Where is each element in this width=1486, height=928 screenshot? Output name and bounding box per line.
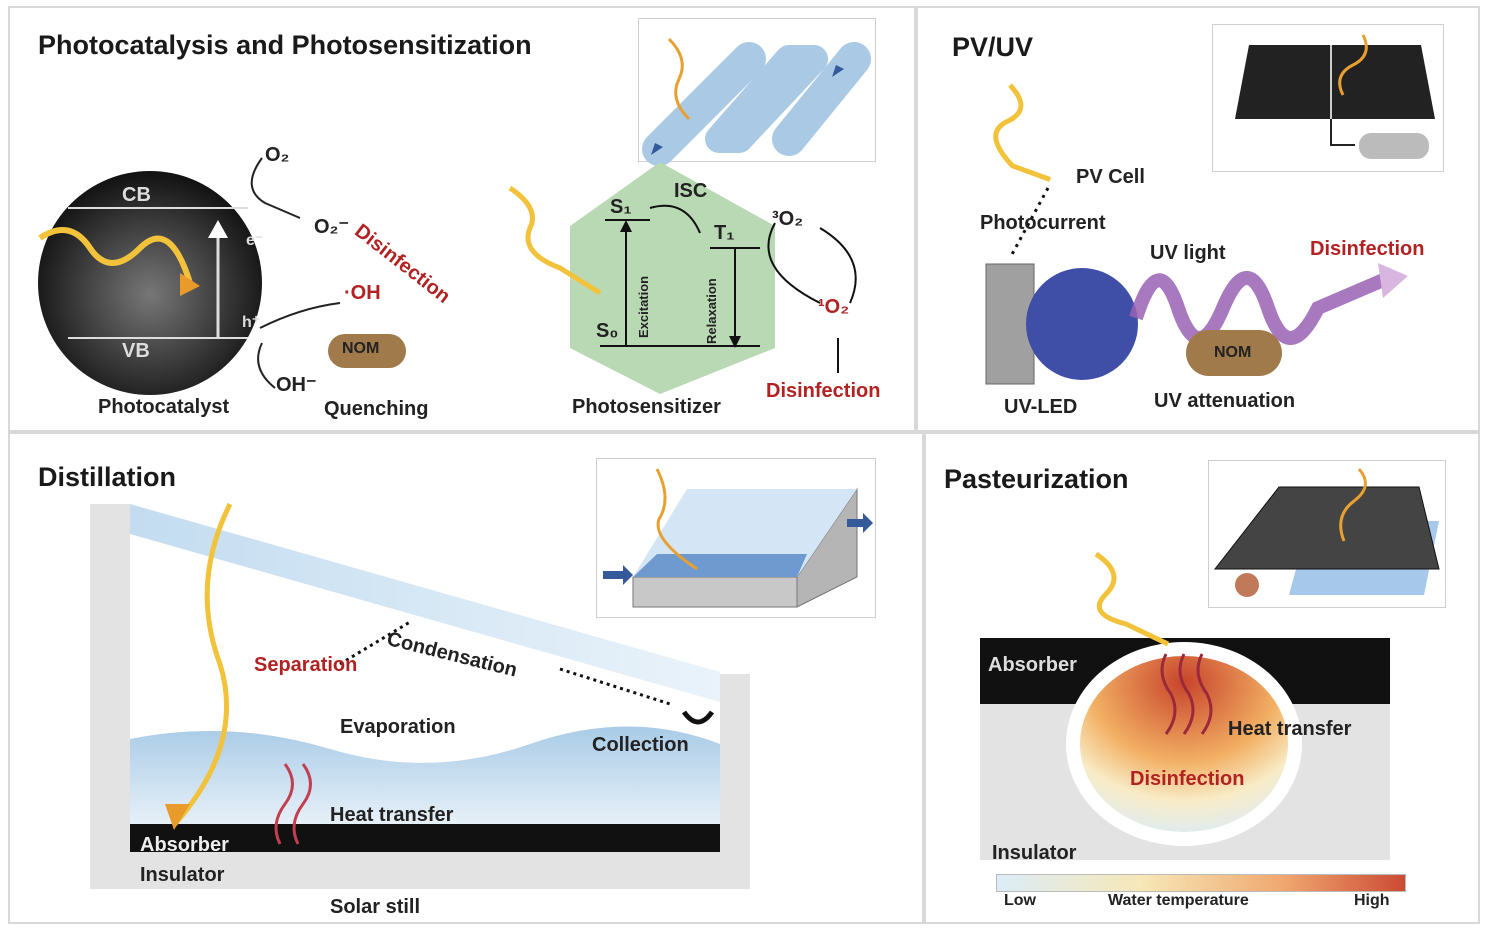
- label-insulator: Insulator: [992, 842, 1077, 864]
- label-collection: Collection: [592, 734, 689, 756]
- label-absorber: Absorber: [988, 654, 1077, 676]
- label-s1: S₁: [610, 196, 632, 218]
- tubular-reactor-inset: [638, 18, 876, 166]
- sunlight-icon: [38, 227, 193, 284]
- pvuv-diagram: [985, 83, 1408, 385]
- label-relaxation: Relaxation: [704, 278, 719, 344]
- label-uv-attenuation: UV attenuation: [1154, 390, 1296, 412]
- panel-pvuv: PV/UV PV Cell Photocurrent UV light Disi…: [916, 6, 1480, 432]
- label-uv-light: UV light: [1150, 242, 1226, 264]
- solar-still-diagram: [90, 502, 750, 889]
- label-s0: S₀: [596, 320, 619, 342]
- label-excitation: Excitation: [636, 275, 651, 338]
- label-uv-led: UV-LED: [1004, 396, 1078, 418]
- label-isc: ISC: [674, 180, 708, 202]
- label-evaporation: Evaporation: [340, 716, 456, 738]
- pasteurization-diagram: [980, 551, 1390, 860]
- colorbar-low-label: Low: [1004, 892, 1036, 909]
- label-hydroxyl-radical: ·OH: [344, 282, 381, 304]
- panel-title: Distillation: [38, 462, 177, 492]
- panel-photocatalysis: Photocatalysis and Photosensitization: [8, 6, 916, 432]
- solar-still-inset: [596, 458, 876, 618]
- label-quenching: Quenching: [324, 398, 429, 420]
- tubular-reactor-illustration: [642, 37, 871, 166]
- solar-still-illustration: [603, 468, 873, 608]
- label-hole: h⁺: [242, 314, 261, 331]
- label-heat-transfer: Heat transfer: [1228, 718, 1352, 740]
- label-cb: CB: [122, 184, 151, 206]
- label-triplet-o2: ³O₂: [772, 208, 804, 230]
- label-nom: NOM: [342, 340, 380, 357]
- label-insulator: Insulator: [140, 864, 225, 886]
- solar-panel-inset: [1212, 24, 1444, 172]
- label-superoxide: O₂⁻: [314, 216, 349, 238]
- label-separation: Separation: [254, 654, 358, 676]
- label-singlet-o2: ¹O₂: [818, 296, 850, 318]
- label-hydroxide: OH⁻: [276, 374, 317, 396]
- label-absorber: Absorber: [140, 834, 229, 856]
- caption-photocatalyst: Photocatalyst: [98, 396, 230, 418]
- colorbar-high-label: High: [1354, 892, 1390, 909]
- panel-title: Pasteurization: [944, 464, 1129, 494]
- nom-blob: [328, 334, 406, 368]
- colorbar-title: Water temperature: [1108, 892, 1249, 909]
- nom-blob: [1186, 330, 1282, 376]
- label-heat-transfer: Heat transfer: [330, 804, 454, 826]
- label-electron: e⁻: [246, 232, 264, 249]
- label-t1: T₁: [714, 222, 735, 244]
- panel-title: Photocatalysis and Photosensitization: [38, 30, 532, 60]
- label-disinfection-pasteurization: Disinfection: [1130, 768, 1245, 790]
- label-o2: O₂: [265, 144, 290, 166]
- solar-collector-illustration: [1213, 468, 1440, 597]
- caption-solar-still: Solar still: [330, 896, 421, 918]
- temperature-colorbar: [996, 874, 1406, 892]
- label-disinfection-photosensitizer: Disinfection: [766, 380, 881, 402]
- panel-pasteurization: Pasteurization Absorber Heat transfer Di…: [924, 432, 1480, 924]
- label-photocurrent: Photocurrent: [980, 212, 1106, 234]
- panel-title: PV/UV: [952, 32, 1034, 62]
- uv-led-bulb: [1026, 268, 1138, 380]
- label-pv-cell: PV Cell: [1076, 166, 1145, 188]
- solar-collector-inset: [1208, 460, 1446, 608]
- photocatalyst-diagram: [38, 157, 341, 395]
- caption-photosensitizer: Photosensitizer: [572, 396, 721, 418]
- solar-panel-illustration: [1235, 34, 1435, 159]
- label-nom: NOM: [1214, 344, 1252, 361]
- photosensitizer-diagram: [508, 162, 857, 394]
- label-vb: VB: [122, 340, 150, 362]
- label-disinfection-pvuv: Disinfection: [1310, 238, 1425, 260]
- panel-distillation: Distillation: [8, 432, 924, 924]
- uv-light-wave: [1129, 271, 1391, 345]
